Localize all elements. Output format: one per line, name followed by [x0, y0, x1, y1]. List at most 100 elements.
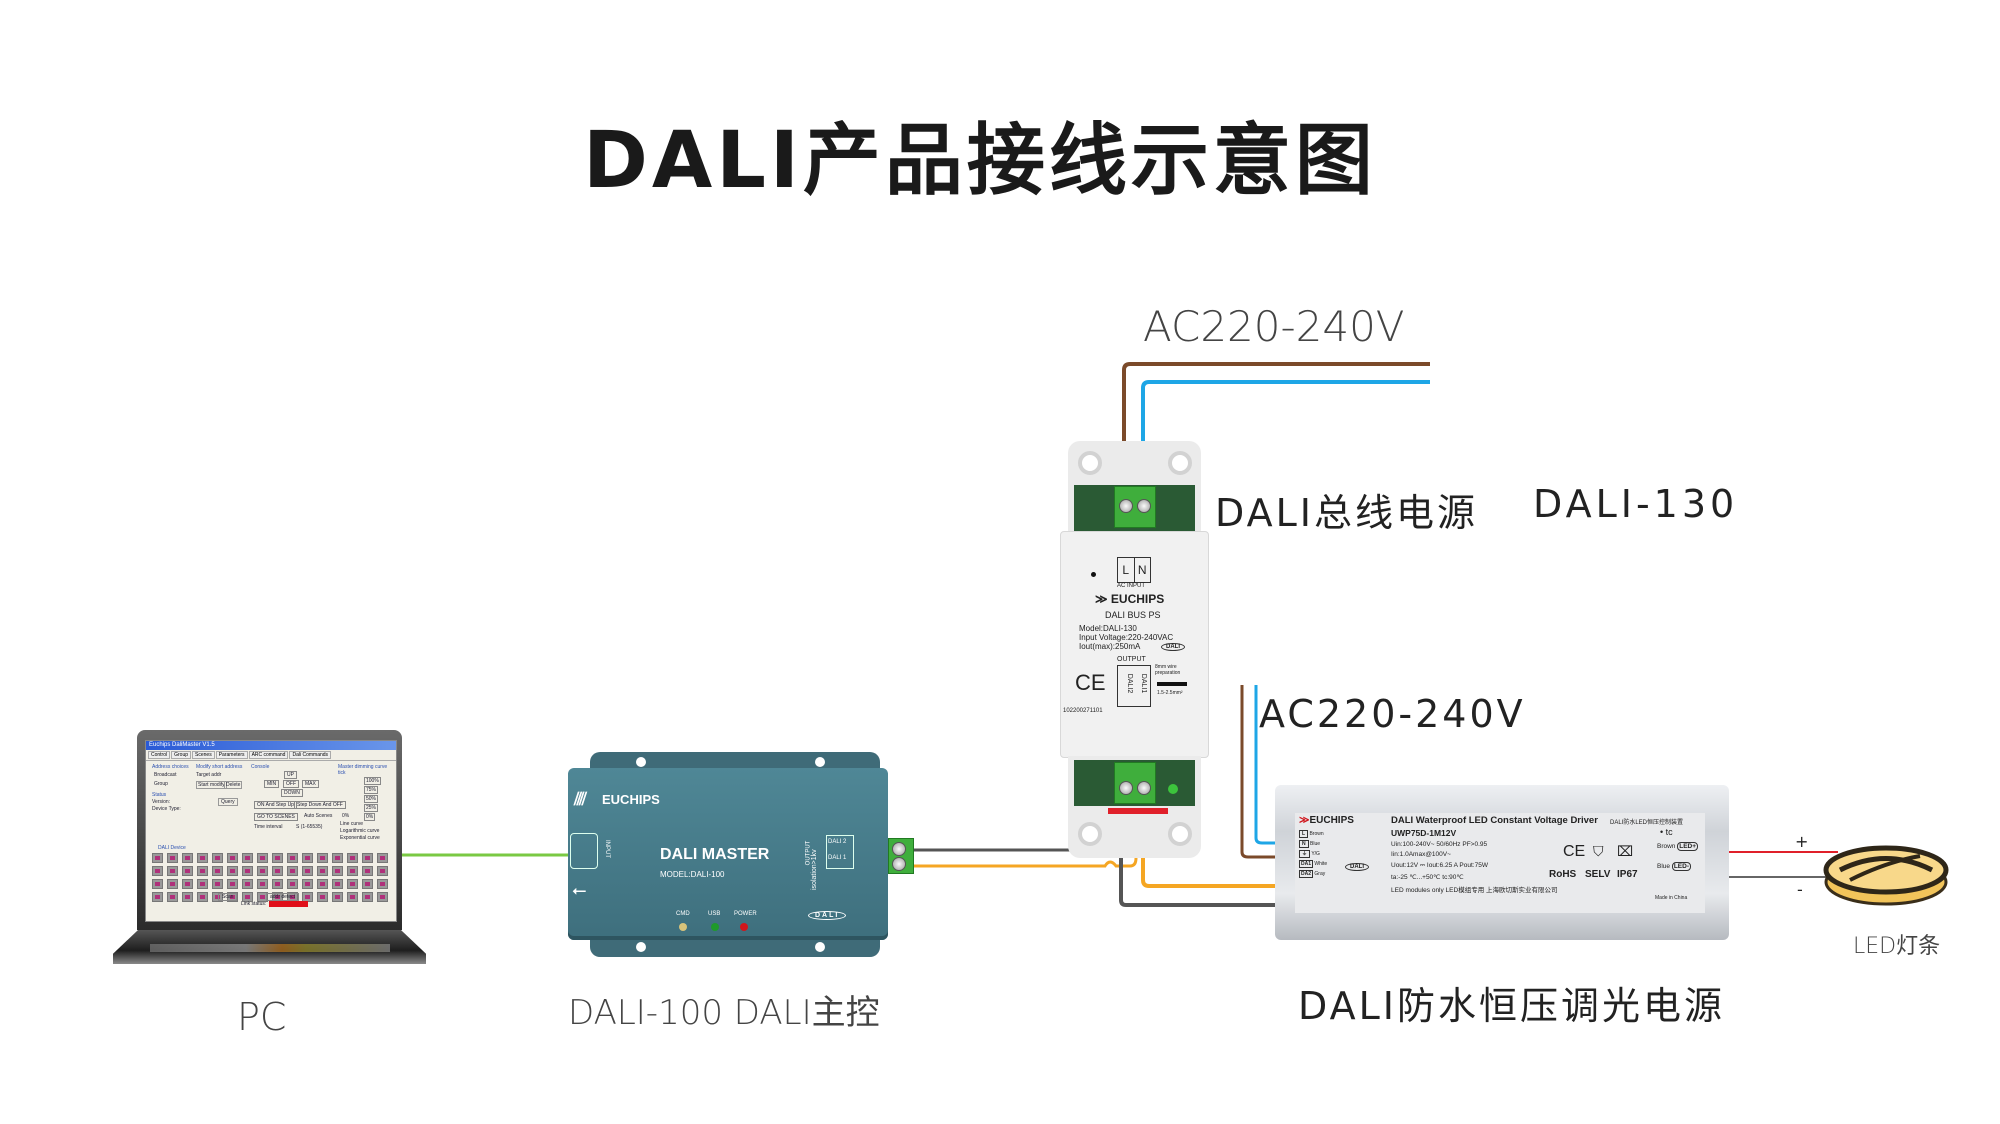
tab-group[interactable]: Group — [171, 751, 192, 759]
dali-address-cell[interactable] — [257, 892, 268, 902]
pct-25-button[interactable]: 25% — [364, 804, 379, 812]
curve-line-radio[interactable]: Line curve — [340, 821, 364, 827]
group-checkbox[interactable]: Group — [154, 781, 168, 787]
query-button[interactable]: Query — [218, 798, 238, 806]
master-name: DALI MASTER — [660, 846, 770, 863]
dali-address-cell[interactable] — [287, 853, 298, 863]
dali-address-cell[interactable] — [377, 866, 388, 876]
led-usb-indicator — [711, 923, 719, 931]
dali-address-cell[interactable] — [167, 866, 178, 876]
dali-address-cell[interactable] — [167, 879, 178, 889]
dali-address-cell[interactable] — [362, 879, 373, 889]
tab-arc-command[interactable]: ARC command — [248, 751, 289, 759]
go-to-scenes-button[interactable]: GO TO SCENES — [254, 813, 298, 821]
dali-address-cell[interactable] — [332, 866, 343, 876]
dali-address-cell[interactable] — [332, 853, 343, 863]
tab-scenes[interactable]: Scenes — [192, 751, 215, 759]
min-button[interactable]: MIN — [264, 780, 280, 788]
dali-address-cell[interactable] — [182, 866, 193, 876]
dali-address-cell[interactable] — [347, 892, 358, 902]
dali-address-cell[interactable] — [347, 866, 358, 876]
dali-address-cell[interactable] — [242, 892, 253, 902]
dali-address-cell[interactable] — [362, 866, 373, 876]
dali-address-cell[interactable] — [287, 879, 298, 889]
curve-exp-radio[interactable]: Exponential curve — [340, 835, 380, 841]
dali-address-cell[interactable] — [272, 853, 283, 863]
dali-address-cell[interactable] — [212, 853, 223, 863]
broadcast-checkbox[interactable]: Broadcast — [154, 772, 177, 778]
tab-control[interactable]: Control — [148, 751, 171, 759]
dali-address-cell[interactable] — [182, 853, 193, 863]
pct-100-button[interactable]: 100% — [364, 777, 381, 785]
dali-address-cell[interactable] — [317, 866, 328, 876]
dali-address-cell[interactable] — [227, 892, 238, 902]
dali-address-cell[interactable] — [212, 879, 223, 889]
scan-button[interactable]: Scan — [218, 893, 238, 901]
dali-address-cell[interactable] — [227, 853, 238, 863]
led-strip-reel-icon — [1823, 845, 1949, 906]
curve-log-radio[interactable]: Logarithmic curve — [340, 828, 380, 834]
dali-address-cell[interactable] — [272, 866, 283, 876]
dali-address-cell[interactable] — [152, 866, 163, 876]
ground-icon: ⏚ — [1299, 850, 1311, 858]
dali-address-cell[interactable] — [287, 866, 298, 876]
dali-address-cell[interactable] — [362, 853, 373, 863]
pct-75-button[interactable]: 75% — [364, 786, 379, 794]
dali-address-cell[interactable] — [197, 866, 208, 876]
step-down-off-button[interactable]: Step Down And OFF — [294, 801, 346, 809]
dali-address-cell[interactable] — [377, 879, 388, 889]
dali-address-cell[interactable] — [257, 879, 268, 889]
dali-address-cell[interactable] — [227, 879, 238, 889]
off-button[interactable]: OFF — [283, 780, 299, 788]
dali-address-cell[interactable] — [227, 866, 238, 876]
auto-scenes-checkbox[interactable]: Auto Scenes — [304, 813, 333, 819]
dali-address-cell[interactable] — [242, 866, 253, 876]
pct-50-button[interactable]: 50% — [364, 795, 379, 803]
dali-address-cell[interactable] — [317, 853, 328, 863]
safety-transformer-icon: ⛉ — [1593, 843, 1604, 859]
terminal-screw — [1119, 499, 1133, 513]
dali-address-cell[interactable] — [317, 892, 328, 902]
dali-address-cell[interactable] — [362, 892, 373, 902]
dali-address-cell[interactable] — [302, 866, 313, 876]
on-step-up-button[interactable]: ON And Step Up — [254, 801, 297, 809]
dali-address-cell[interactable] — [182, 892, 193, 902]
down-button[interactable]: DOWN — [281, 789, 303, 797]
dali-address-cell[interactable] — [182, 879, 193, 889]
dali-address-cell[interactable] — [302, 853, 313, 863]
up-button[interactable]: UP — [284, 771, 297, 779]
dali-address-cell[interactable] — [167, 853, 178, 863]
addr-detect-button[interactable]: addr detect — [266, 893, 300, 901]
dali-address-cell[interactable] — [272, 879, 283, 889]
dali-address-cell[interactable] — [212, 892, 223, 902]
dali-address-cell[interactable] — [197, 853, 208, 863]
dali-address-cell[interactable] — [332, 892, 343, 902]
dali-address-cell[interactable] — [242, 853, 253, 863]
max-button[interactable]: MAX — [302, 780, 319, 788]
dali-address-cell[interactable] — [197, 892, 208, 902]
start-modify-button[interactable]: Start modify — [196, 781, 227, 789]
dali-address-cell[interactable] — [152, 879, 163, 889]
dali-address-cell[interactable] — [212, 866, 223, 876]
dali-address-cell[interactable] — [347, 853, 358, 863]
dali-address-cell[interactable] — [377, 853, 388, 863]
led-cmd-label: CMD — [676, 911, 690, 917]
dali-address-cell[interactable] — [347, 879, 358, 889]
delete-button[interactable]: Delete — [224, 781, 243, 789]
dali-address-cell[interactable] — [152, 892, 163, 902]
dali-address-cell[interactable] — [152, 853, 163, 863]
laptop-keyboard — [150, 944, 390, 952]
dali-address-cell[interactable] — [167, 892, 178, 902]
device-type-label: Device Type: — [152, 806, 181, 812]
dali-address-cell[interactable] — [242, 879, 253, 889]
dali-address-cell[interactable] — [197, 879, 208, 889]
dali-address-cell[interactable] — [257, 853, 268, 863]
dali-address-cell[interactable] — [377, 892, 388, 902]
dali-address-cell[interactable] — [257, 866, 268, 876]
dali-address-cell[interactable] — [317, 879, 328, 889]
dali-address-cell[interactable] — [302, 879, 313, 889]
pct-0-button[interactable]: 0% — [364, 813, 376, 821]
dali-address-cell[interactable] — [332, 879, 343, 889]
tab-dali-commands[interactable]: Dali Commands — [289, 751, 332, 759]
tab-parameters[interactable]: Parameters — [215, 751, 248, 759]
